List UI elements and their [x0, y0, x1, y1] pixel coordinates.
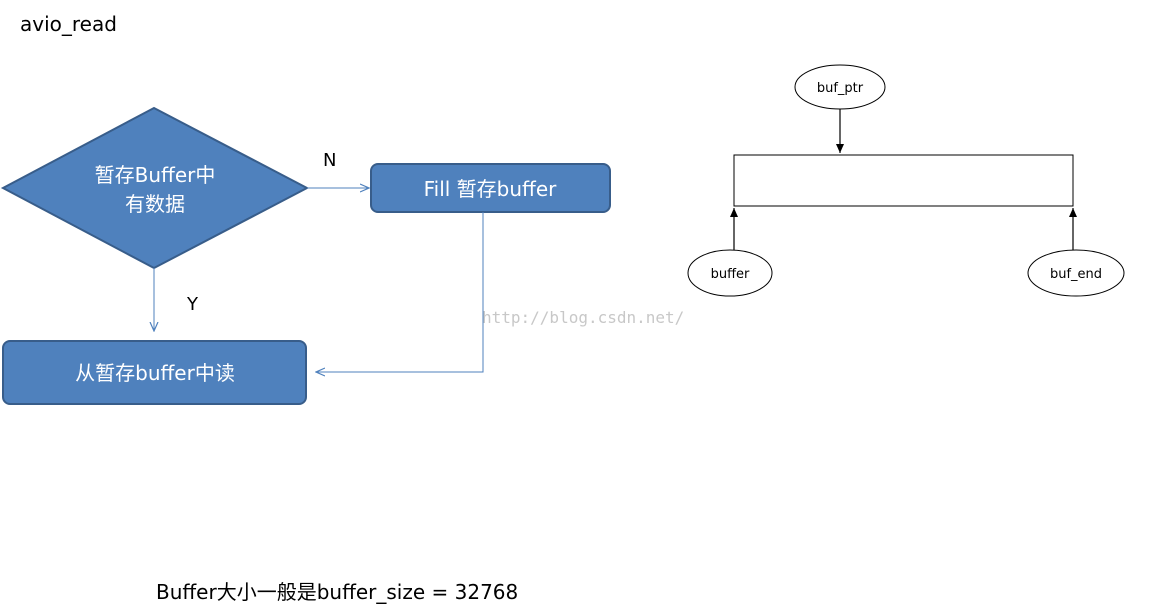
- buffer-rect: [733, 154, 1074, 207]
- label-yes: Y: [186, 294, 199, 315]
- decision-diamond: 暂存Buffer中 有数据: [0, 106, 310, 270]
- flowchart: 暂存Buffer中 有数据 Fill 暂存buffer 从暂存buffer中读 …: [0, 106, 611, 405]
- buffer-size-note: Buffer大小一般是buffer_size = 32768: [156, 580, 519, 604]
- buf-end-label: buf_end: [1050, 267, 1102, 282]
- label-no: N: [323, 150, 336, 171]
- decision-text-line2: 有数据: [125, 192, 185, 216]
- fill-buffer-box: Fill 暂存buffer: [370, 163, 611, 213]
- watermark: http://blog.csdn.net/: [482, 308, 684, 327]
- buffer-diagram: buf_ptr buffer buf_end: [687, 64, 1125, 297]
- buf-ptr-label: buf_ptr: [817, 81, 864, 96]
- buf-end-node: buf_end: [1027, 249, 1125, 297]
- buffer-label: buffer: [711, 267, 750, 282]
- connector-fill-to-read: [316, 212, 484, 372]
- buf-ptr-node: buf_ptr: [794, 64, 886, 110]
- page-title: avio_read: [20, 12, 117, 36]
- read-buffer-box: 从暂存buffer中读: [2, 340, 307, 405]
- fill-buffer-label: Fill 暂存buffer: [424, 177, 558, 201]
- buffer-node: buffer: [687, 249, 773, 297]
- read-buffer-label: 从暂存buffer中读: [75, 361, 235, 385]
- decision-text-line1: 暂存Buffer中: [95, 163, 216, 187]
